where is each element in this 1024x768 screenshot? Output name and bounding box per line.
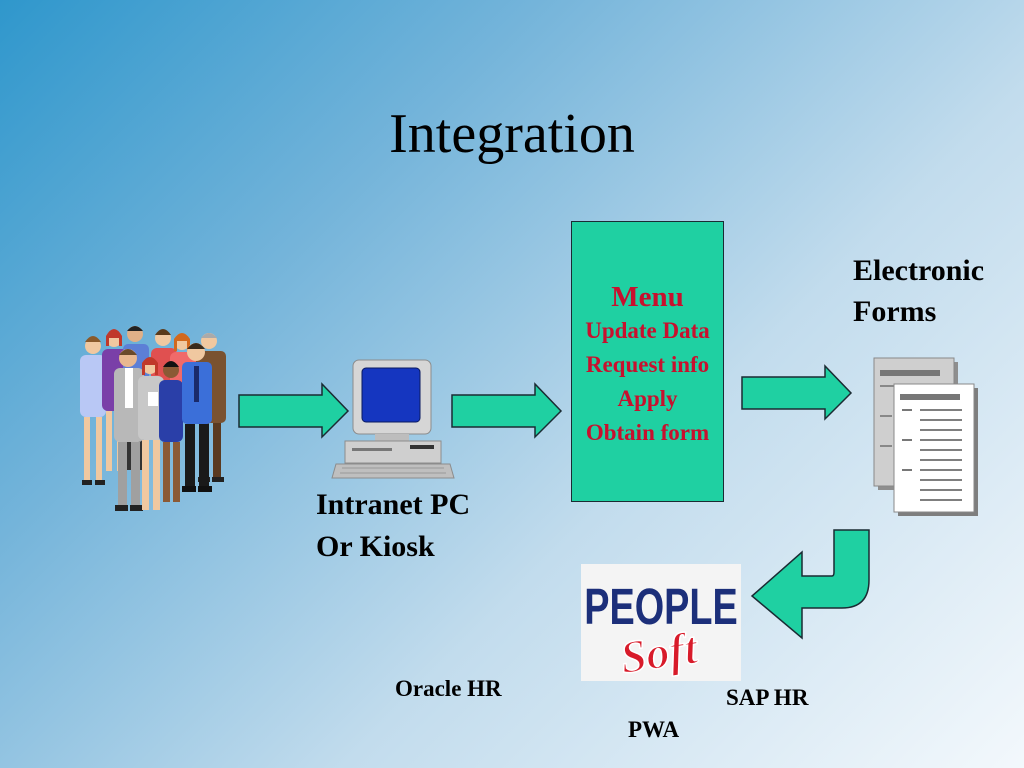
sap-hr-label: SAP HR xyxy=(726,685,809,710)
peoplesoft-logo: PEOPLE Soft xyxy=(581,564,741,684)
pc-label-line-1: Intranet PC xyxy=(316,488,471,521)
pc-label: Intranet PC Or Kiosk xyxy=(316,484,470,568)
menu-item-update-data: Update Data xyxy=(585,318,710,343)
menu-item-apply: Apply xyxy=(617,386,678,411)
forms-label-line-1: Electronic xyxy=(853,254,985,287)
pc-label-line-2: Or Kiosk xyxy=(316,530,435,563)
curved-arrow-forms-to-systems xyxy=(750,529,870,640)
people-group-icon xyxy=(80,326,226,511)
forms-label: Electronic Forms xyxy=(853,250,984,332)
menu-item-obtain-form: Obtain form xyxy=(585,420,710,445)
menu-title: Menu xyxy=(611,281,684,313)
arrow-pc-to-menu xyxy=(451,382,563,439)
menu-box: Menu Update Data Request info Apply Obta… xyxy=(571,221,724,502)
arrow-people-to-pc xyxy=(238,382,350,439)
forms-label-line-2: Forms xyxy=(853,295,937,328)
computer-icon xyxy=(331,359,455,479)
menu-item-request-info: Request info xyxy=(585,352,710,377)
pwa-label: PWA xyxy=(628,717,680,742)
document-stack-icon xyxy=(873,357,978,516)
svg-text:Soft: Soft xyxy=(617,622,701,683)
svg-text:PEOPLE: PEOPLE xyxy=(584,580,737,635)
slide-title: Integration xyxy=(389,103,635,165)
oracle-hr-label: Oracle HR xyxy=(395,676,502,701)
arrow-menu-to-forms xyxy=(741,364,853,421)
